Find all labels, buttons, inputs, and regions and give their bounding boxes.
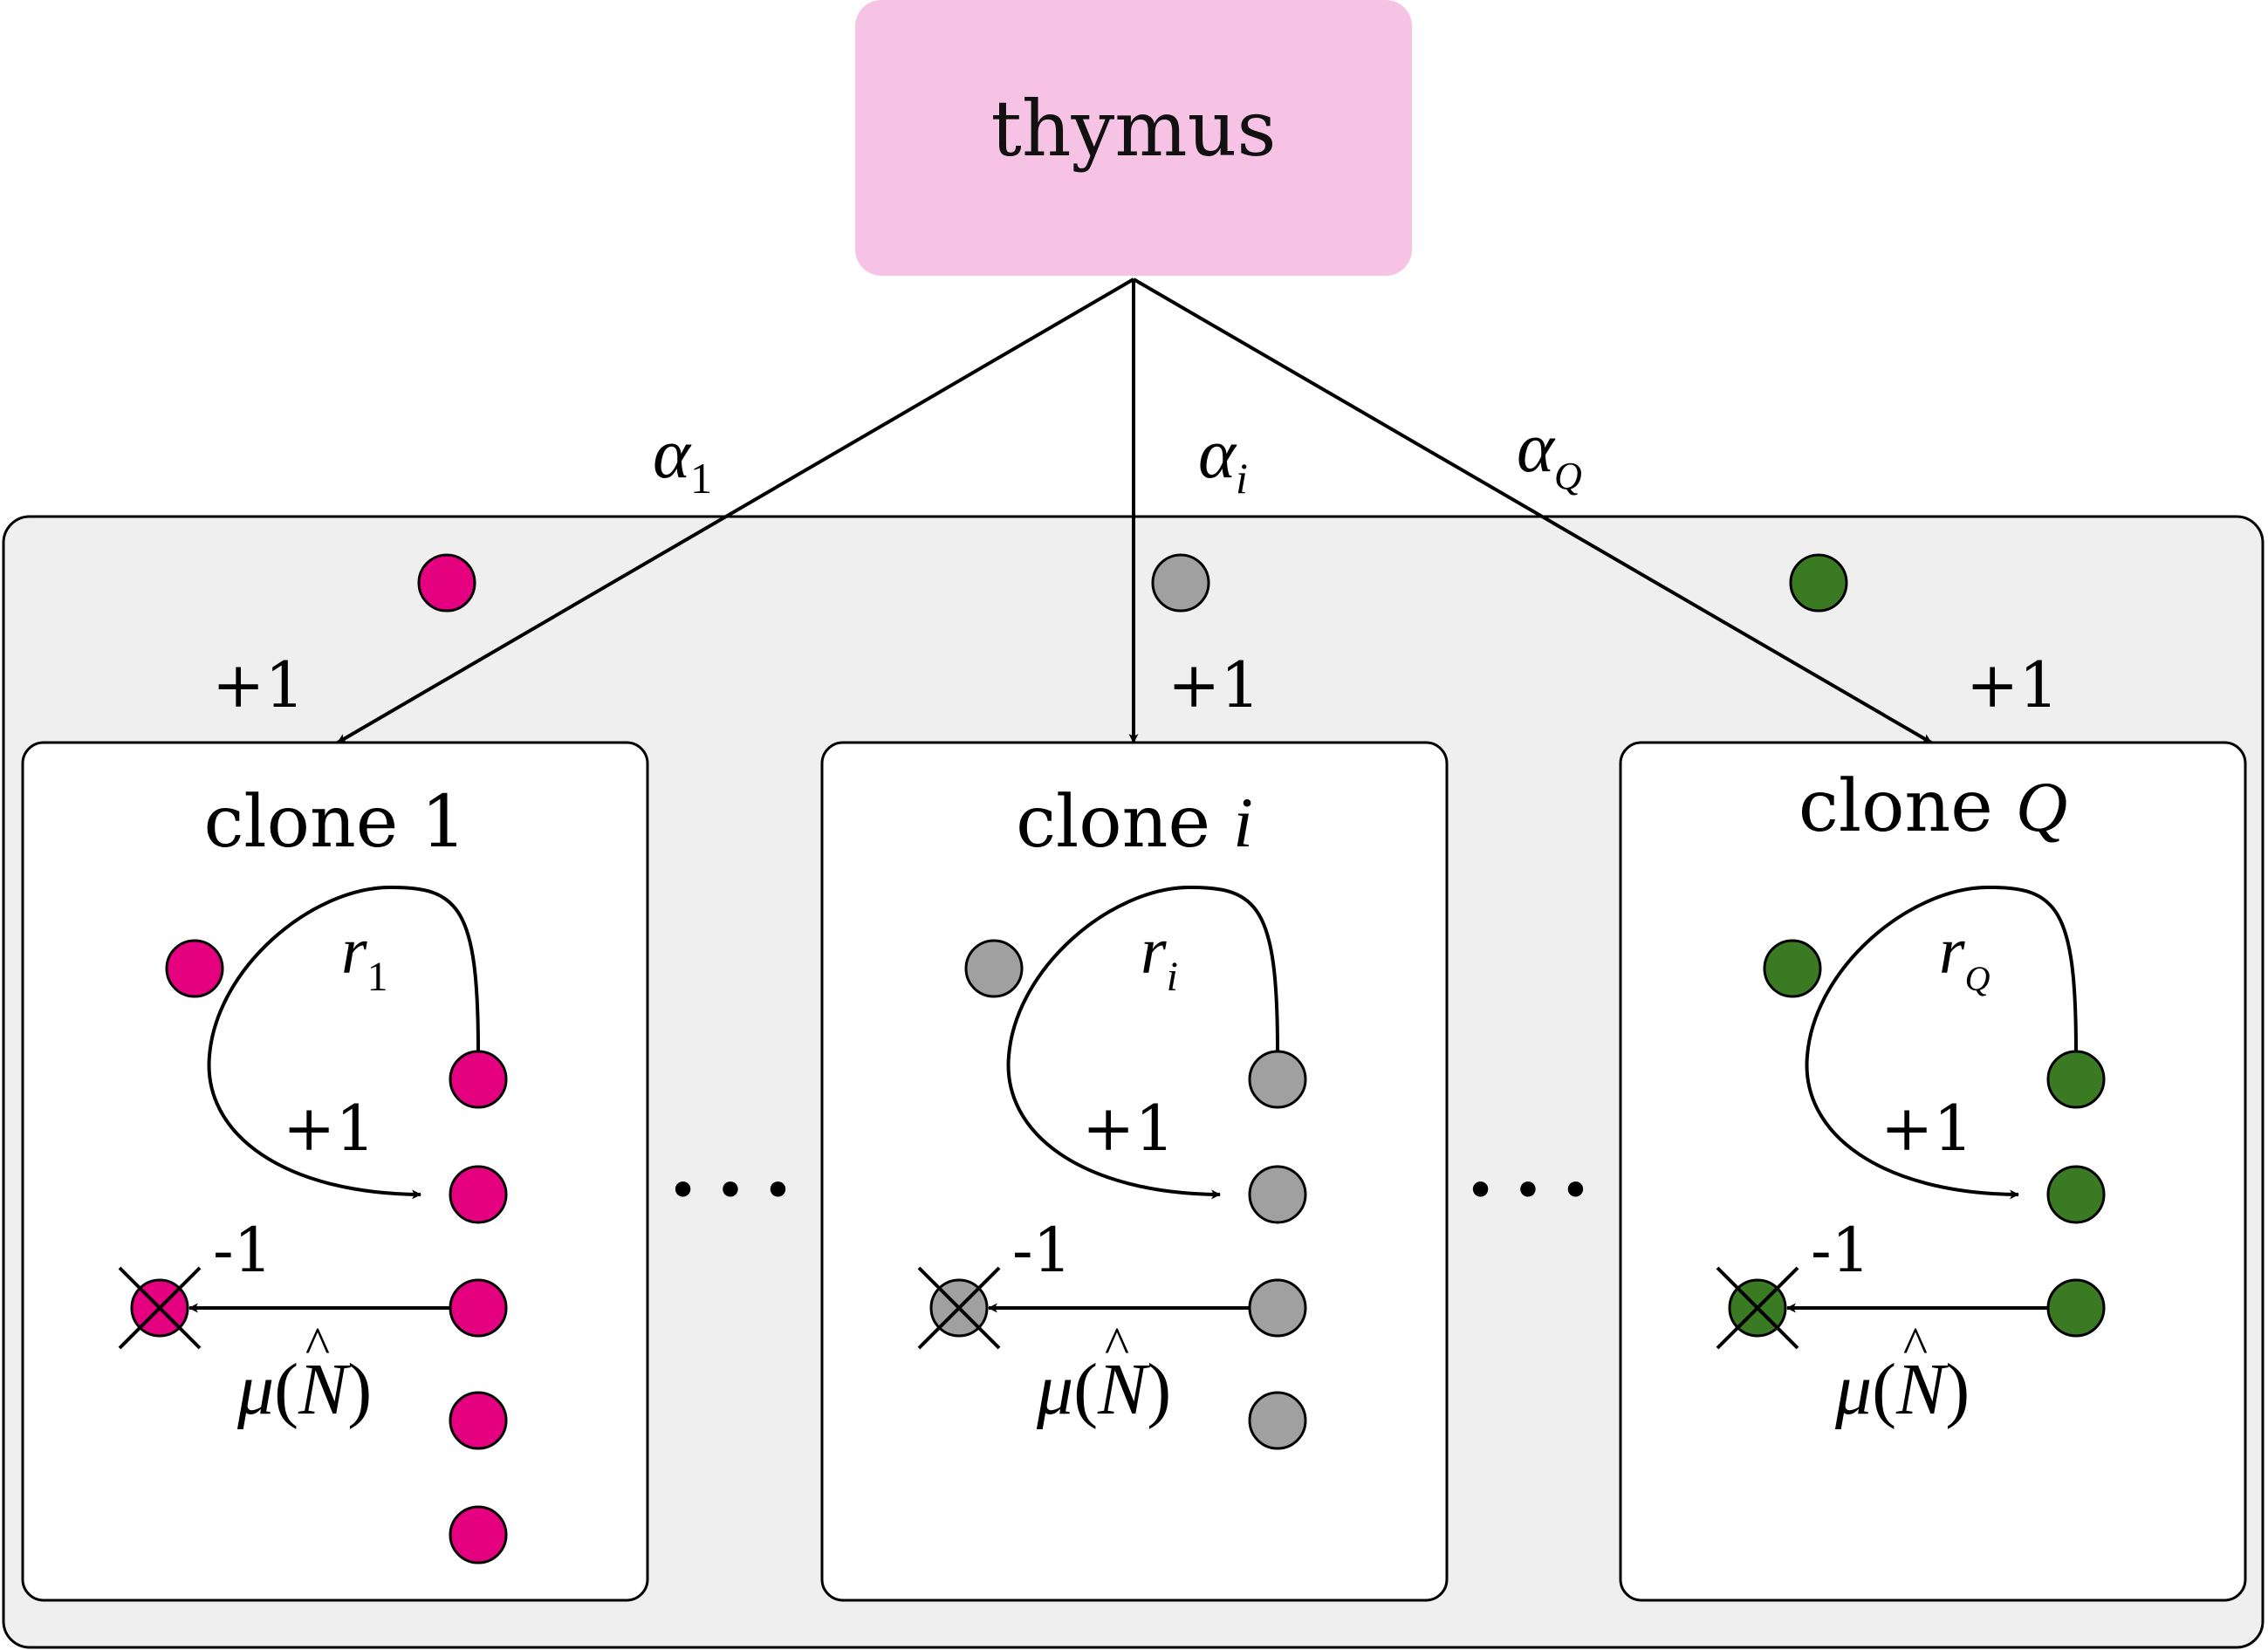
clone-cell <box>449 1278 508 1338</box>
clone-panel-1: clone 1r1+1-1μ(N)^ <box>21 741 649 1602</box>
clone-title: clone i <box>1016 781 1253 864</box>
proliferation-rate-sub: 1 <box>367 954 388 1000</box>
death-rate: μ(N) <box>236 1349 372 1430</box>
death-rate-hat: ^ <box>305 1317 330 1374</box>
ellipsis-right: • • • <box>1465 1160 1591 1222</box>
thymus-box <box>855 0 1412 276</box>
clone-box <box>1619 741 2247 1602</box>
emigrant-cell-1 <box>417 553 476 613</box>
proliferation-rate-sub: i <box>1167 954 1178 1000</box>
death-rate-open: ( <box>1872 1349 1896 1430</box>
clone-panel-2: clone iri+1-1μ(N)^ <box>820 741 1449 1602</box>
clone-cell <box>1248 1278 1307 1338</box>
clone-box <box>820 741 1449 1602</box>
clone-title-index: 1 <box>421 781 466 864</box>
clone-cell <box>1248 1165 1307 1224</box>
clone-title-prefix: clone <box>203 781 421 864</box>
proliferation-label: +1 <box>1881 1092 1973 1165</box>
clone-title: clone Q <box>1799 765 2067 848</box>
clone-panels: clone 1r1+1-1μ(N)^clone iri+1-1μ(N)^clon… <box>21 741 2247 1602</box>
clone-cell <box>1248 1050 1307 1109</box>
cross-icon <box>917 1266 1001 1350</box>
proliferation-rate: rQ <box>1939 914 1990 998</box>
clone-title-prefix: clone <box>1016 781 1233 864</box>
free-cell <box>165 939 224 998</box>
death-rate-close: ) <box>347 1349 372 1430</box>
proliferation-rate: r1 <box>341 914 388 1000</box>
thymic-output-arrows <box>336 277 1933 744</box>
proliferation-rate: ri <box>1141 914 1178 1000</box>
clone-cell <box>449 1050 508 1109</box>
clone-box <box>21 741 649 1602</box>
proliferation-arrow <box>207 885 480 1200</box>
death-rate-hat: ^ <box>1105 1317 1129 1374</box>
ellipsis-left: • • • <box>668 1160 793 1222</box>
free-cell <box>1763 939 1822 998</box>
proliferation-rate-base: r <box>1939 914 1965 988</box>
clone-cell <box>2046 1278 2106 1338</box>
thymus-node: thymus <box>855 0 1412 276</box>
death-rate-N: N <box>1097 1349 1150 1430</box>
arrow-to-clone-Q <box>1132 277 1933 744</box>
proliferation-rate-base: r <box>341 914 367 988</box>
clone-cell <box>449 1391 508 1450</box>
clone-title: clone 1 <box>203 781 466 864</box>
clone-cell <box>449 1165 508 1224</box>
death-rate-mu: μ <box>1834 1349 1872 1430</box>
cross-icon <box>1716 1266 1799 1350</box>
proliferation-label: +1 <box>283 1092 375 1165</box>
entry-label-i: +1 <box>1168 648 1260 722</box>
clone-title-index: Q <box>2016 767 2067 846</box>
death-rate-mu: μ <box>1036 1349 1073 1430</box>
free-cell <box>964 939 1024 998</box>
death-rate: μ(N) <box>1834 1349 1970 1430</box>
emigrant-cell-Q <box>1789 553 1848 613</box>
clone-title-index: i <box>1233 783 1253 862</box>
clone-cell <box>449 1505 508 1564</box>
death-label: -1 <box>1811 1215 1870 1286</box>
clone-cell <box>2046 1050 2106 1109</box>
proliferation-label: +1 <box>1082 1092 1175 1165</box>
clone-title-prefix: clone <box>1799 765 2016 848</box>
entry-label-1: +1 <box>212 648 305 722</box>
proliferation-arrow <box>1006 885 1279 1200</box>
death-rate-open: ( <box>1073 1349 1098 1430</box>
clone-cell <box>1248 1391 1307 1450</box>
proliferation-rate-sub: Q <box>1965 959 1990 998</box>
entry-label-Q: +1 <box>1966 648 2059 722</box>
arrow-to-clone-1 <box>336 277 1135 744</box>
rate-alpha-Q: αQ <box>1517 407 1582 497</box>
proliferation-rate-base: r <box>1141 914 1167 988</box>
proliferation-arrow <box>1805 885 2078 1200</box>
death-rate-close: ) <box>1945 1349 1970 1430</box>
death-rate-N: N <box>298 1349 351 1430</box>
death-label: -1 <box>213 1215 272 1286</box>
death-rate-close: ) <box>1147 1349 1171 1430</box>
thymus-label: thymus <box>990 84 1276 174</box>
rate-alpha-i: αi <box>1198 414 1248 503</box>
clone-panel-3: clone QrQ+1-1μ(N)^ <box>1619 741 2247 1602</box>
rate-alpha-1: α1 <box>653 414 712 503</box>
cross-icon <box>118 1266 202 1350</box>
death-rate: μ(N) <box>1036 1349 1171 1430</box>
death-label: -1 <box>1012 1215 1072 1286</box>
death-rate-open: ( <box>274 1349 298 1430</box>
death-rate-hat: ^ <box>1903 1317 1928 1374</box>
death-rate-N: N <box>1895 1349 1949 1430</box>
clone-cell <box>2046 1165 2106 1224</box>
death-rate-mu: μ <box>236 1349 274 1430</box>
emigrant-cell-i <box>1151 553 1210 613</box>
